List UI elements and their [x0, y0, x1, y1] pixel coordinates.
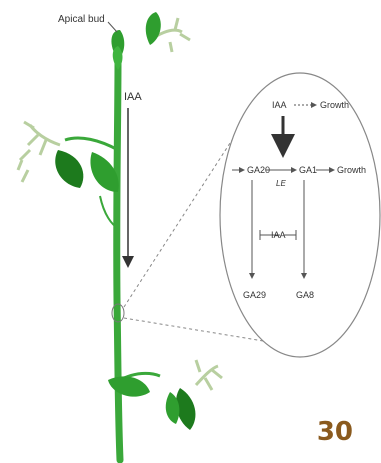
tendril-left	[18, 122, 60, 182]
inset-growth-top: Growth	[320, 100, 349, 110]
inset-ga29: GA29	[243, 290, 266, 300]
inset-enzyme: LE	[276, 179, 286, 188]
tendril-bottom	[196, 360, 222, 390]
left-leaves	[55, 138, 119, 228]
inset-circle	[220, 73, 380, 357]
apical-bud-leaves	[111, 12, 160, 70]
inset-ga1: GA1	[299, 165, 317, 175]
inset-iaa-label: IAA	[272, 100, 287, 110]
inset-growth-right: Growth	[337, 165, 366, 175]
zoom-line-top	[124, 140, 232, 307]
plant-stem	[117, 60, 120, 460]
apical-bud-pointer	[108, 22, 117, 32]
apical-bud-label: Apical bud	[58, 14, 105, 25]
iaa-transport-label: IAA	[124, 91, 142, 103]
inset-inhibit-iaa: IAA	[271, 230, 286, 240]
inset-ga8: GA8	[296, 290, 314, 300]
page-number: 30	[317, 417, 353, 447]
